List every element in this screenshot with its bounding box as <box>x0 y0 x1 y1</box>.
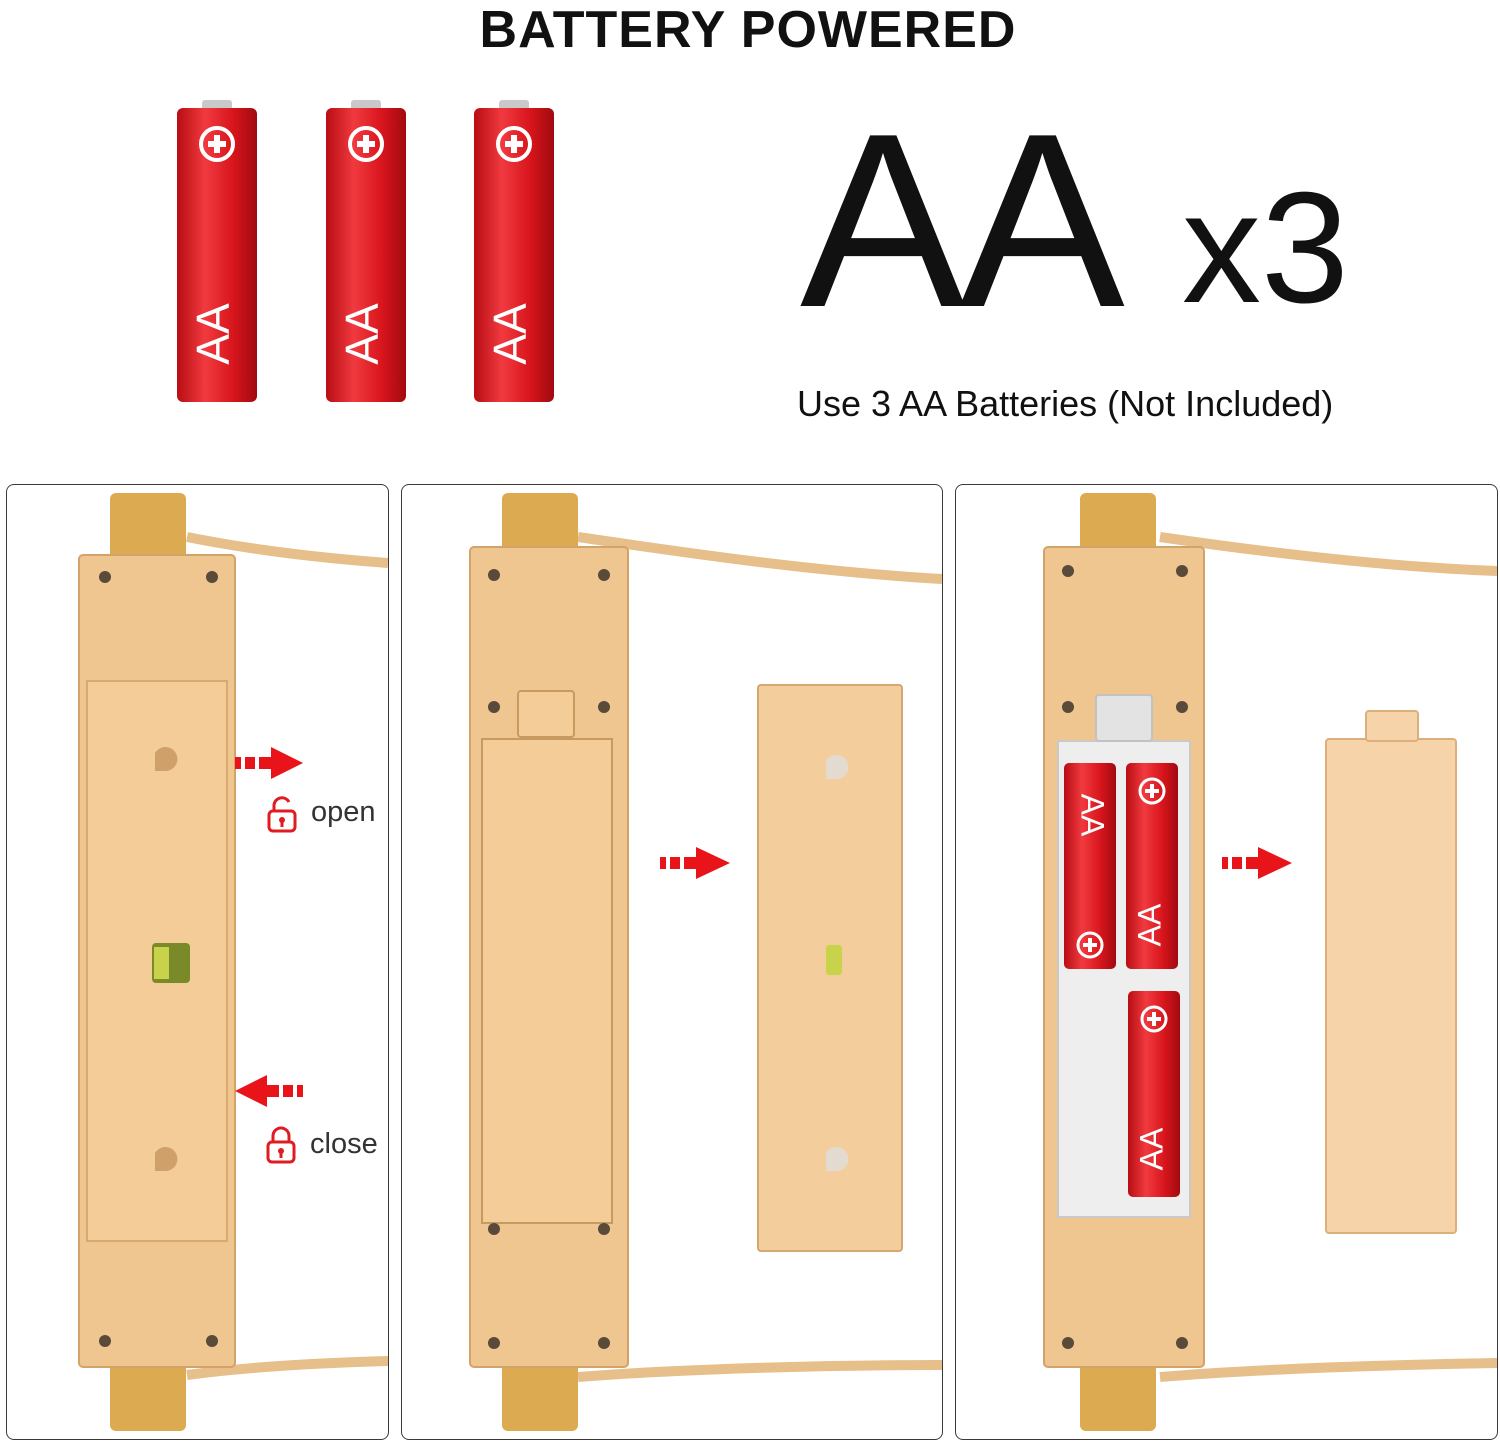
arrow-left-icon <box>235 1075 303 1107</box>
lock-closed-icon <box>265 1126 297 1169</box>
arrow-right-icon <box>660 847 730 879</box>
installed-battery-1: AA <box>1064 763 1116 969</box>
aa-battery-2: AA <box>325 98 407 404</box>
lock-open-icon <box>266 795 298 838</box>
battery-label: AA <box>484 303 536 365</box>
battery-type-label: AA <box>800 81 1125 359</box>
battery-label: AA <box>336 303 388 365</box>
battery-label: AA <box>1075 794 1111 837</box>
aa-battery-1: AA <box>176 98 258 404</box>
arrow-right-icon <box>235 747 303 779</box>
aa-battery-3: AA <box>473 98 555 404</box>
battery-label: AA <box>187 303 239 365</box>
step-panel-batteries-installed: AA AA AA <box>955 484 1498 1440</box>
step-panel-closed <box>6 484 389 1440</box>
battery-label: AA <box>1133 1127 1169 1170</box>
page-title: BATTERY POWERED <box>479 1 1017 59</box>
battery-quantity-label: x3 <box>1182 160 1349 336</box>
plus-icon <box>496 126 532 162</box>
installed-battery-2: AA <box>1126 763 1178 969</box>
installed-battery-3: AA <box>1128 991 1180 1197</box>
battery-label: AA <box>1131 903 1167 946</box>
open-label: open <box>311 796 376 828</box>
arrow-right-icon <box>1222 847 1292 879</box>
plus-icon <box>199 126 235 162</box>
plus-icon <box>348 126 384 162</box>
close-label: close <box>310 1128 378 1160</box>
battery-subtitle: Use 3 AA Batteries (Not Included) <box>797 383 1334 424</box>
step-panel-cover-removed <box>401 484 943 1440</box>
